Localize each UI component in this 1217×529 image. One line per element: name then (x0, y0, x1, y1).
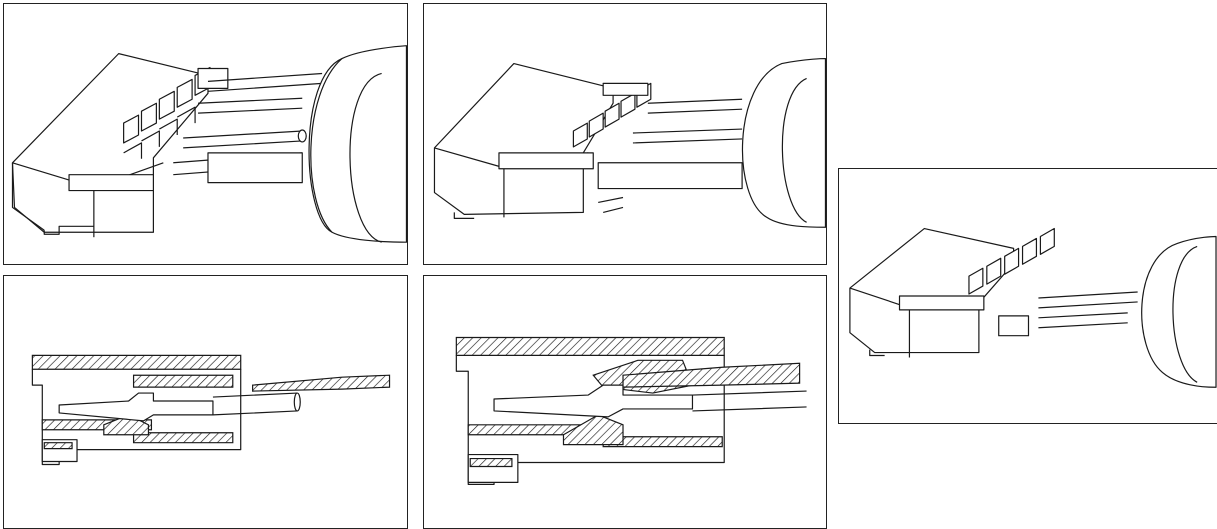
contact-slots (573, 83, 650, 147)
insertion-tool (1142, 236, 1216, 387)
connector-isometric-drawing (424, 4, 826, 264)
contact-terminal (494, 385, 692, 417)
connector-cross-section-drawing (4, 276, 407, 528)
contact-slots (124, 68, 228, 159)
panel-wires-staged (3, 3, 408, 265)
connector-isometric-drawing (839, 169, 1217, 423)
wires (598, 99, 742, 212)
connector-housing (12, 54, 207, 238)
connector-housing (850, 229, 1014, 358)
housing-section (456, 338, 724, 485)
connector-cross-section-drawing (424, 276, 826, 528)
panel-section-full (423, 275, 827, 529)
wires (1038, 292, 1137, 328)
wires (173, 73, 322, 182)
panel-section-partial (3, 275, 408, 529)
panel-wires-inserted (423, 3, 827, 265)
insertion-tool (742, 59, 825, 228)
insertion-tool (309, 46, 406, 242)
contact-slots (969, 229, 1054, 336)
wire (213, 375, 390, 415)
connector-housing (434, 64, 613, 219)
wire (623, 363, 807, 411)
contact-terminal (59, 393, 213, 421)
panel-terminated (838, 168, 1217, 424)
connector-isometric-drawing (4, 4, 407, 264)
